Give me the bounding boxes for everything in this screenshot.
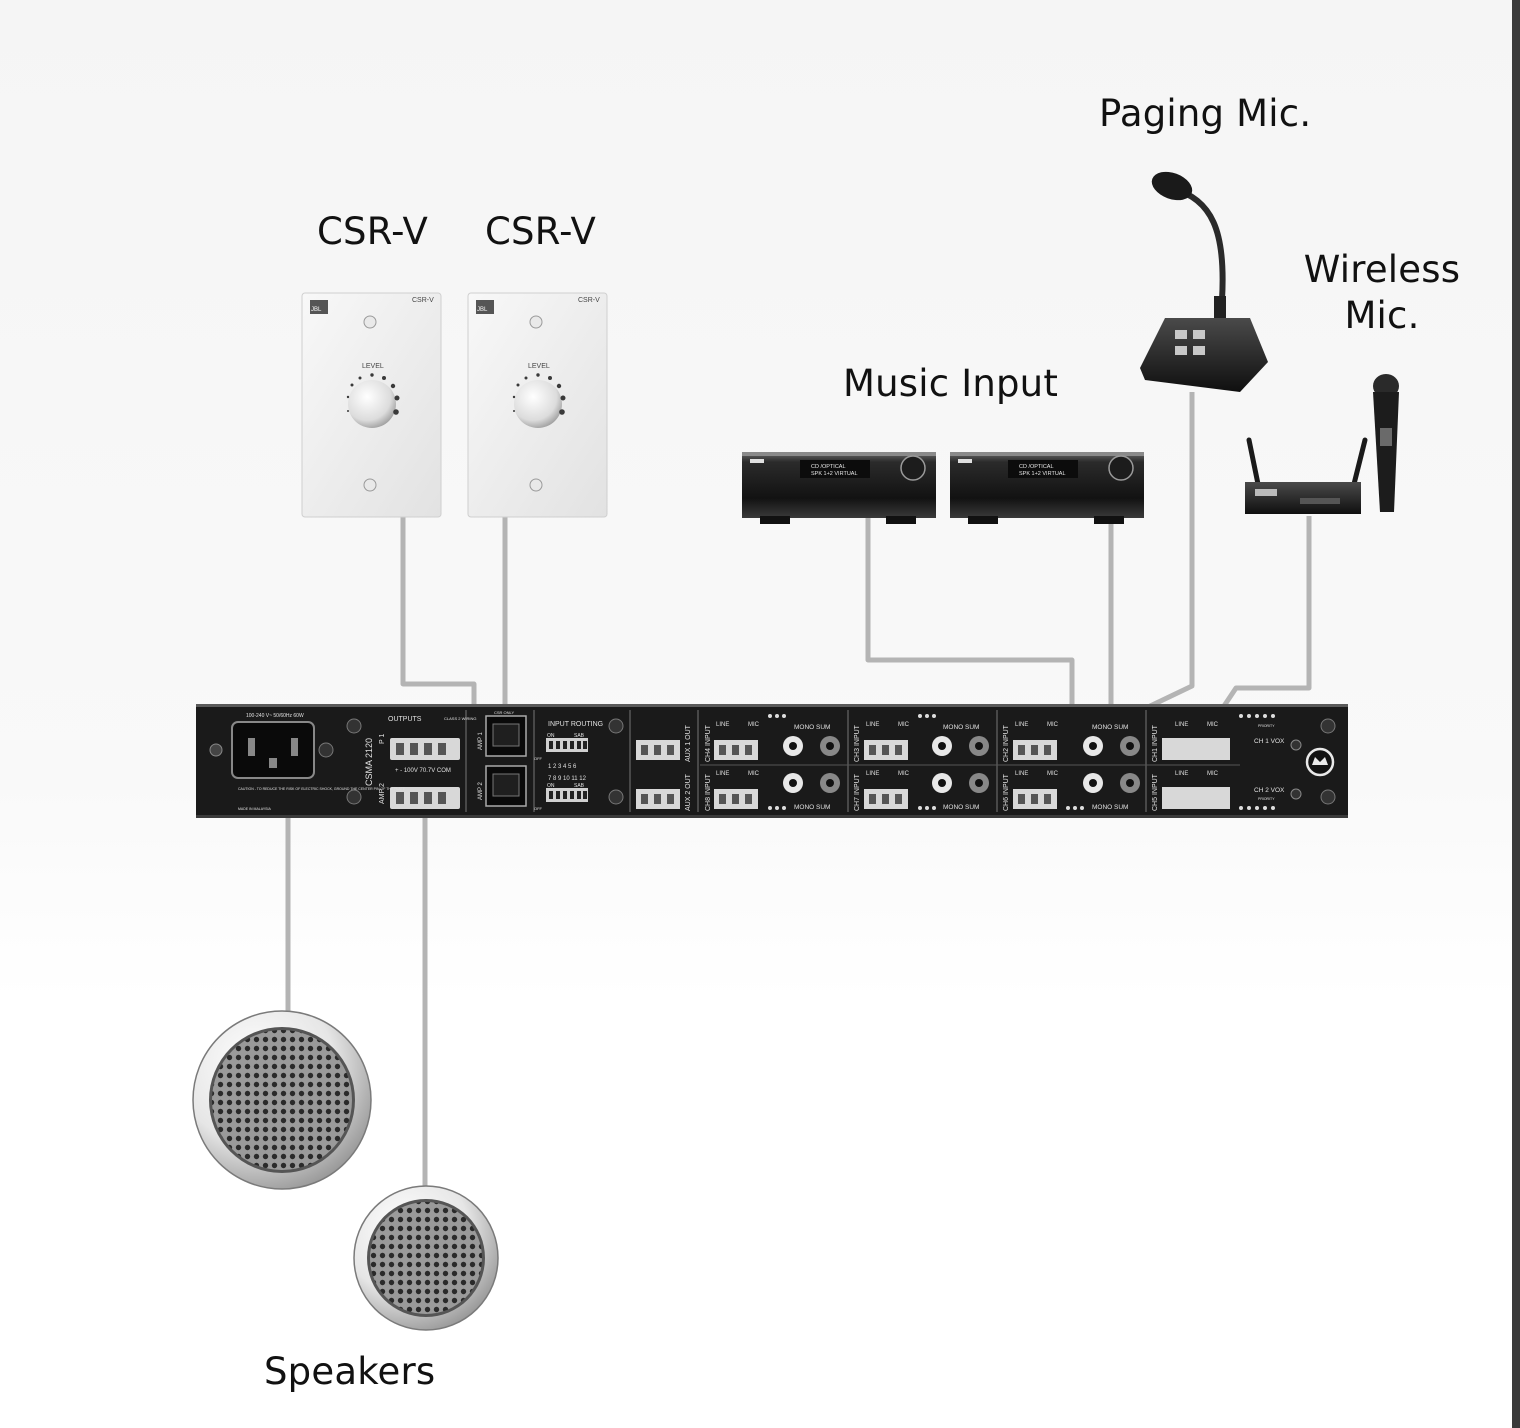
amp-caution-text: CAUTION - TO REDUCE THE RISK OF ELECTRIC… bbox=[238, 787, 406, 791]
amp-ch2-vox: CH 2 VOX bbox=[1254, 787, 1285, 794]
csma-amplifier bbox=[196, 704, 1348, 818]
csr-v-plate-left bbox=[301, 292, 442, 518]
aux-terminal-pins bbox=[641, 745, 674, 804]
amp-mono-sum-4: MONO SUM bbox=[943, 804, 979, 811]
dip-numbers-bottom: 7 8 9 10 11 12 bbox=[548, 776, 587, 782]
amp-amp2-label: AMP 2 bbox=[379, 783, 386, 804]
speaker-1 bbox=[192, 1010, 372, 1190]
csr-left-brand: JBL bbox=[311, 307, 322, 313]
amp-class2-label: CLASS 2 WIRING bbox=[444, 716, 476, 721]
amp-p1-label: P 1 bbox=[379, 734, 386, 744]
amp-priority-1: PRIORITY bbox=[1258, 724, 1275, 728]
wireless-mic bbox=[1245, 374, 1399, 514]
amp-mic-ch2: MIC bbox=[1047, 722, 1059, 728]
csr-v-plate-right bbox=[467, 292, 608, 518]
dip-numbers-top: 1 2 3 4 5 6 bbox=[548, 764, 577, 770]
label-wireless-mic-line1: Wireless bbox=[1303, 248, 1461, 291]
dip-sab-top: SAB bbox=[574, 733, 585, 739]
amp-aux1: AUX 1 OUT bbox=[685, 724, 692, 762]
source1-display-1: CD /OPTICAL bbox=[811, 464, 846, 470]
amp-line-ch5: LINE bbox=[1175, 771, 1188, 777]
amp-amp1-port: AMP 1 bbox=[478, 731, 484, 750]
amp-csr-only: CSR ONLY bbox=[494, 710, 514, 715]
amp-ch6-input: CH6 INPUT bbox=[1003, 773, 1010, 811]
label-wireless-mic-line2: Mic. bbox=[1344, 294, 1420, 338]
amp-line-ch7: LINE bbox=[866, 771, 879, 777]
speaker-2 bbox=[353, 1185, 499, 1331]
amp-mic-ch1: MIC bbox=[1207, 722, 1219, 728]
amp-mic-ch3: MIC bbox=[898, 722, 910, 728]
amp-model-label: CSMA 2120 bbox=[364, 738, 374, 786]
amp-ch1-input: CH1 INPUT bbox=[1152, 724, 1159, 762]
music-source-unit-2 bbox=[950, 452, 1144, 524]
amp-routing-label: INPUT ROUTING bbox=[548, 721, 603, 728]
amp-line-ch3: LINE bbox=[866, 722, 879, 728]
amp-priority-2: PRIORITY bbox=[1258, 797, 1275, 801]
amp-mic-ch6: MIC bbox=[1047, 771, 1059, 777]
csr-left-model: CSR-V bbox=[412, 297, 434, 304]
source2-display-2: SPK 1+2 VIRTUAL bbox=[1019, 471, 1066, 477]
dip-on-top: ON bbox=[547, 733, 555, 739]
amp-ch5-input: CH5 INPUT bbox=[1152, 773, 1159, 811]
amp-line-ch6: LINE bbox=[1015, 771, 1028, 777]
amp-aux2: AUX 2 OUT bbox=[685, 773, 692, 811]
amp-ch1-vox: CH 1 VOX bbox=[1254, 738, 1285, 745]
amp-power-rating: 100-240 V~ 50/60Hz 60W bbox=[246, 713, 304, 719]
amp-mono-sum-6: MONO SUM bbox=[1092, 804, 1128, 811]
label-speakers: Speakers bbox=[264, 1350, 436, 1393]
amp-ch4-input: CH4 INPUT bbox=[705, 724, 712, 762]
amp-made-in: MADE IN MALAYSIA bbox=[238, 807, 271, 811]
csr-right-model: CSR-V bbox=[578, 297, 600, 304]
label-paging-mic: Paging Mic. bbox=[1099, 92, 1312, 135]
amp-mic-ch7: MIC bbox=[898, 771, 910, 777]
amp-mono-sum-2: MONO SUM bbox=[794, 804, 830, 811]
amp-mic-ch8: MIC bbox=[748, 771, 760, 777]
csr-right-knob-label: LEVEL bbox=[528, 363, 550, 370]
label-csr-v-left: CSR-V bbox=[317, 210, 429, 253]
amp-mic-ch5: MIC bbox=[1207, 771, 1219, 777]
amp-line-ch1: LINE bbox=[1175, 722, 1188, 728]
amp-line-ch4: LINE bbox=[716, 722, 729, 728]
music-source-unit-1 bbox=[742, 452, 936, 524]
amp-amp2-port: AMP 2 bbox=[478, 781, 484, 800]
csr-left-knob-label: LEVEL bbox=[362, 363, 384, 370]
amp-ch8-input: CH8 INPUT bbox=[705, 773, 712, 811]
dip-off-bottom: OFF bbox=[534, 806, 543, 811]
amp-mono-sum-1: MONO SUM bbox=[794, 724, 830, 731]
dip-off-top: OFF bbox=[534, 756, 543, 761]
page-edge bbox=[1512, 0, 1520, 1428]
amp-ch7-input: CH7 INPUT bbox=[854, 773, 861, 811]
source2-display-1: CD /OPTICAL bbox=[1019, 464, 1054, 470]
amp-outputs-label: OUTPUTS bbox=[388, 716, 422, 723]
amp-line-ch8: LINE bbox=[716, 771, 729, 777]
amp-mono-sum-5: MONO SUM bbox=[1092, 724, 1128, 731]
label-music-input: Music Input bbox=[843, 362, 1059, 405]
amp-line-ch2: LINE bbox=[1015, 722, 1028, 728]
amp-ch3-input: CH3 INPUT bbox=[854, 724, 861, 762]
source1-display-2: SPK 1+2 VIRTUAL bbox=[811, 471, 858, 477]
dip-sab-bottom: SAB bbox=[574, 783, 585, 789]
csr-right-brand: JBL bbox=[477, 307, 488, 313]
cable-csr-left bbox=[400, 515, 500, 738]
label-wireless-mic: Wireless Mic. bbox=[1300, 247, 1464, 340]
label-csr-v-right: CSR-V bbox=[485, 210, 597, 253]
amp-ch2-input: CH2 INPUT bbox=[1003, 724, 1010, 762]
amp-mic-ch4: MIC bbox=[748, 722, 760, 728]
paging-mic bbox=[1140, 171, 1268, 392]
amp-mono-sum-3: MONO SUM bbox=[943, 724, 979, 731]
dip-on-bottom: ON bbox=[547, 783, 555, 789]
amp-terminal-label: + - 100V 70.7V COM bbox=[395, 768, 451, 774]
